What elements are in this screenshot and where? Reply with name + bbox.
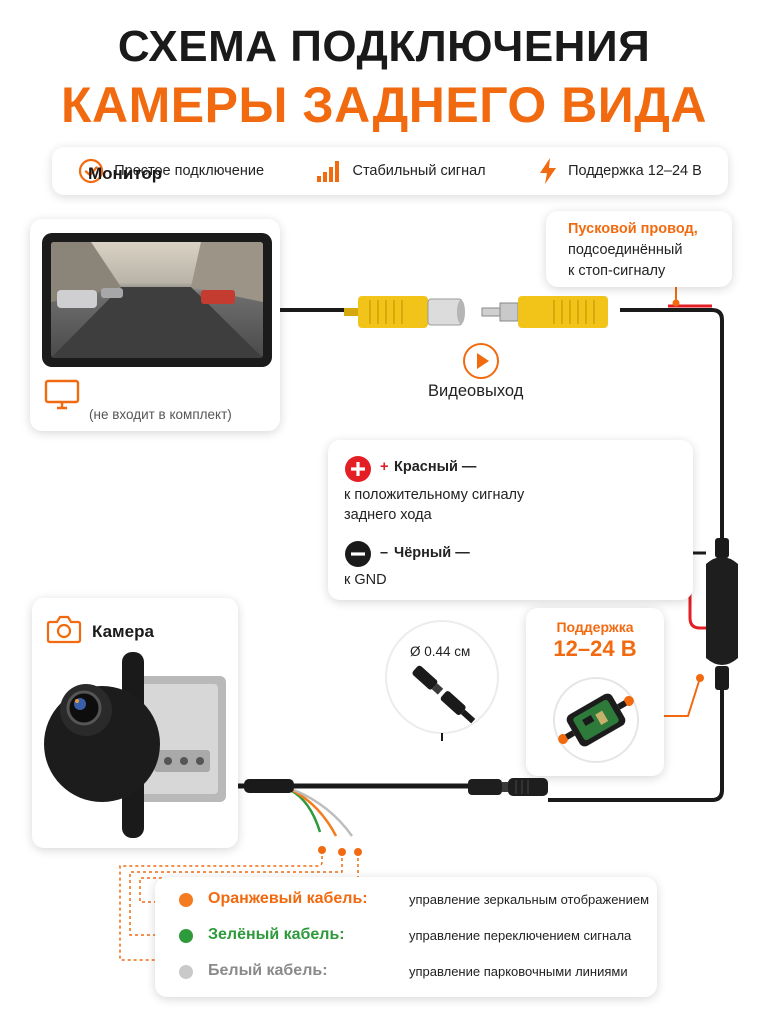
support-line-1: Поддержка [556,619,634,635]
minus-circle-icon [345,541,371,567]
black-wire-name: Чёрный — [394,545,470,561]
red-sign: + [380,459,389,475]
power-module [706,538,738,690]
check-circle-icon [79,158,104,184]
monitor-screen-view [51,242,263,358]
feature-label: Простое подключение [114,163,265,179]
camera-icon [46,615,82,644]
monitor-card [30,219,280,431]
monitor-icon [44,379,80,410]
feature-item-easy: Простое подключение [78,158,264,184]
legend-cable-desc: управление парковочными линиями [409,964,628,979]
legend-row-green: Зелёный кабель: управление переключением… [155,921,657,951]
red-wire-desc-2: заднего хода [344,507,432,523]
trigger-wire-line-1: Пусковой провод, [568,221,698,237]
feature-label: Поддержка 12–24 В [568,163,702,179]
connector-detail-circle [385,620,499,741]
red-wire-desc-1: к положительному сигналу [344,487,525,503]
camera-image [44,652,226,838]
plus-circle-icon [345,456,371,482]
video-output-label: Видеовыход [428,382,524,400]
black-wire-desc: к GND [344,572,387,588]
legend-row-orange: Оранжевый кабель: управление зеркальным … [155,885,657,915]
voltage-support-card: Поддержка 12–24 В [526,608,664,776]
cable-ferrite [244,779,294,793]
feature-item-voltage: Поддержка 12–24 В [538,157,702,185]
monitor-title: Монитор [88,164,163,183]
title-line-1: СХЕМА ПОДКЛЮЧЕНИЯ [117,22,651,71]
power-wires-card: + Красный — к положительному сигналу зад… [328,440,693,600]
trigger-wire-line-2: подсоединённый [568,242,683,258]
red-wire-name: Красный — [394,459,477,475]
trigger-wire-line-3: к стоп-сигналу [568,263,666,279]
feature-item-signal: Стабильный сигнал [316,159,486,183]
camera-card [32,598,238,848]
legend-cable-desc: управление переключением сигнала [409,928,632,943]
legend-cable-name: Белый кабель: [208,962,328,979]
monitor-subtitle: (не входит в комплект) [89,407,232,422]
support-line-2: 12–24 В [553,636,637,661]
camera-title: Камера [92,622,154,641]
rca-connectors [344,296,608,328]
diameter-label: Ø 0.44 см [410,644,471,659]
feature-bar: Простое подключение Стабильный сигнал По… [52,147,728,195]
play-circle-icon [463,343,499,379]
legend-dot [179,965,193,979]
legend-row-white: Белый кабель: управление парковочными ли… [155,957,657,987]
feature-label: Стабильный сигнал [352,163,486,179]
cable-connector [468,778,548,796]
legend-cable-name: Зелёный кабель: [208,926,345,943]
signal-bars-icon [317,161,340,182]
converter-circle [553,677,639,763]
legend-cable-desc: управление зеркальным отображением [409,892,650,907]
title-line-2: КАМЕРЫ ЗАДНЕГО ВИДА [61,77,707,133]
black-sign: – [380,545,389,561]
trigger-wire-card: Пусковой провод, подсоединённый к стоп-с… [546,211,732,287]
legend-cable-name: Оранжевый кабель: [208,890,368,907]
cable-legend-card: Оранжевый кабель: управление зеркальным … [155,877,657,997]
legend-dot [179,893,193,907]
legend-dot [179,929,193,943]
monitor-image [42,233,272,367]
lightning-icon [540,158,557,184]
